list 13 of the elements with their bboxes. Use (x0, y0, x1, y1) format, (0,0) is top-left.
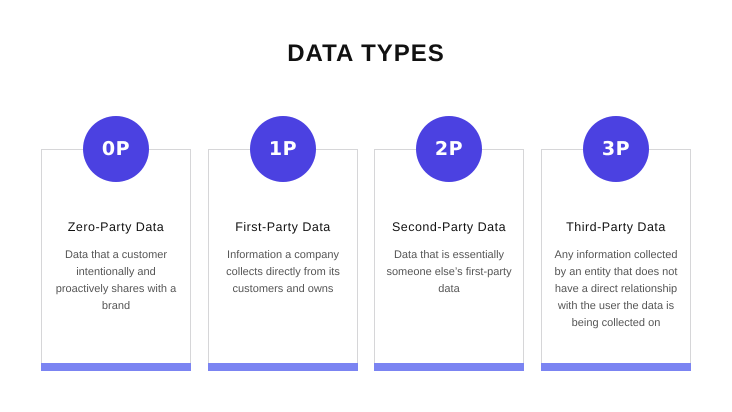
card-description: Data that a customer intentionally and proactively shares with a brand (56, 249, 176, 312)
card-heading: First-Party Data (235, 220, 331, 234)
badge-label: 3P (602, 138, 630, 160)
page-title: DATA TYPES (287, 40, 445, 67)
badge-label: 0P (102, 138, 130, 160)
badge-label: 1P (268, 138, 298, 160)
card-description: Any information collected by an entity that does not have a direct relationship with the user the data is being collected on (554, 249, 678, 329)
card-heading: Second-Party Data (392, 220, 506, 234)
card-heading: Zero-Party Data (68, 220, 164, 234)
badge-label: 2P (434, 138, 464, 160)
card-heading: Third-Party Data (566, 220, 666, 234)
card-description: Information a company collects directly from its customers and owns (226, 249, 340, 295)
card-description: Data that is essentially someone else’s first-party data (386, 249, 512, 295)
